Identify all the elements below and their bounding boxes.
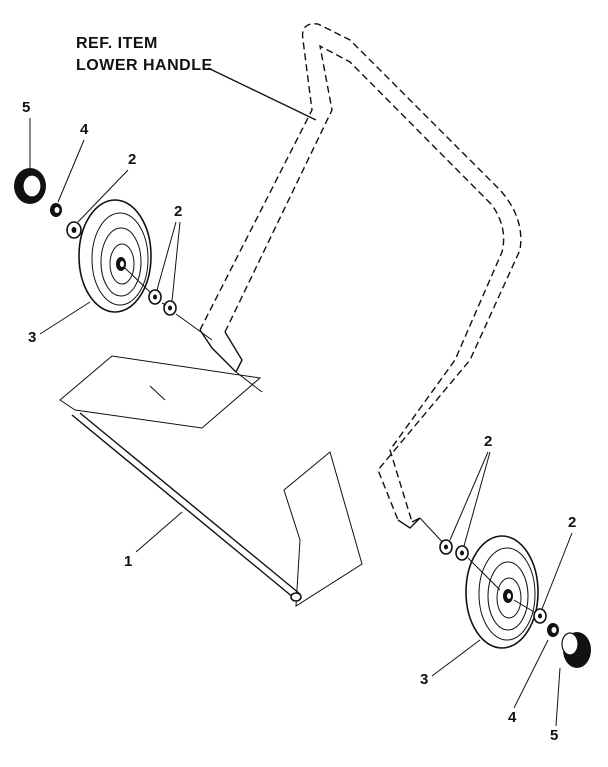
callout-left-washer: 2 — [128, 151, 136, 168]
reference-line-2: LOWER HANDLE — [76, 57, 213, 74]
mounting-plate-left-shadow — [59, 355, 262, 429]
right-wheel-nut — [547, 623, 559, 637]
callout-right-wheel: 3 — [420, 671, 428, 688]
callout-left-nut: 4 — [80, 121, 89, 138]
axle-line-left-handle — [235, 371, 263, 393]
right-outer-washer — [533, 608, 547, 624]
callout-axle: 1 — [124, 553, 132, 570]
mounting-plate-right-shadow — [283, 451, 363, 607]
axle-line-left — [149, 385, 166, 401]
left-wheel-knob — [14, 168, 46, 204]
right-inner-washers — [439, 539, 469, 561]
left-inner-washers — [148, 289, 177, 316]
callout-left-knob: 5 — [22, 99, 30, 116]
callout-right-knob: 5 — [550, 727, 558, 744]
callout-right-nut: 4 — [508, 709, 517, 726]
callout-right-outer-washer: 2 — [568, 514, 576, 531]
reference-line-1: REF. ITEM — [76, 35, 158, 52]
left-wheel-nut — [50, 203, 62, 217]
reference-leader-line — [207, 67, 317, 121]
right-wheel-knob — [561, 632, 591, 668]
callout-left-wheel: 3 — [28, 329, 36, 346]
lower-handle-outline — [199, 23, 522, 529]
reference-label: REF. ITEM LOWER HANDLE — [76, 35, 317, 121]
left-outer-washer — [66, 221, 82, 239]
axle-rod — [71, 412, 302, 602]
left-wheel — [78, 199, 152, 313]
callout-left-inner-washers: 2 — [174, 203, 182, 220]
callout-right-inner-washers: 2 — [484, 433, 492, 450]
right-wheel — [465, 535, 539, 649]
